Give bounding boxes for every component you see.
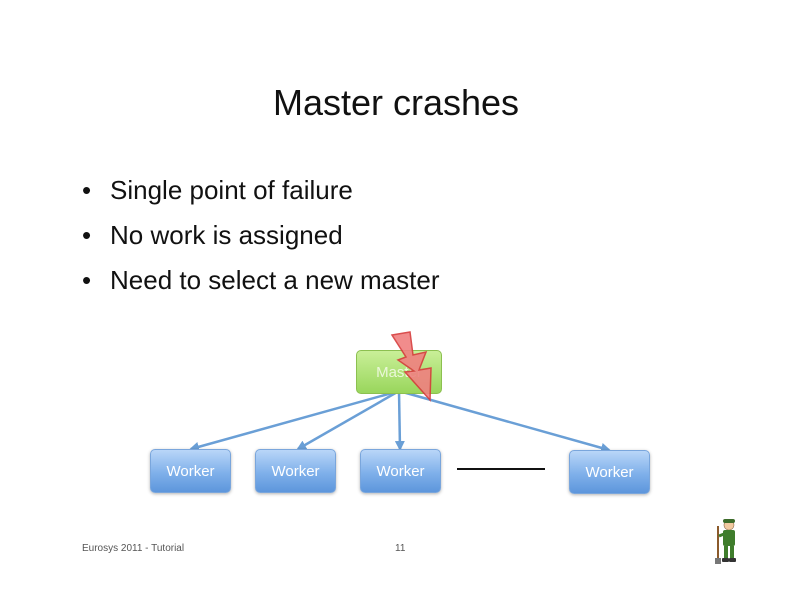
worker-label: Worker: [166, 462, 215, 480]
footer-text: Eurosys 2011 - Tutorial: [82, 543, 185, 554]
bullet-dot: •: [82, 265, 92, 295]
arrow-to-worker-1: [189, 389, 400, 452]
bullet-list: • Single point of failure • No work is ass…: [82, 168, 440, 303]
bullet-dot: •: [82, 220, 92, 250]
page-number: 11: [395, 543, 406, 554]
bullet-item: • Need to select a new master: [82, 258, 440, 303]
worker-label: Worker: [585, 463, 634, 481]
bullet-text: No work is assigned: [110, 220, 343, 250]
arrow-to-worker-4: [398, 389, 611, 453]
worker-node-1: Worker: [150, 449, 231, 493]
worker-label: Worker: [271, 462, 320, 480]
bullet-item: • Single point of failure: [82, 168, 440, 213]
arrow-to-worker-3: [394, 390, 405, 451]
worker-label: Worker: [376, 462, 425, 480]
slide-title: Master crashes: [272, 82, 520, 123]
gardener-icon: [715, 519, 736, 564]
bullet-dot: •: [82, 175, 92, 205]
bullet-text: Single point of failure: [110, 175, 353, 205]
bullet-text: Need to select a new master: [110, 265, 440, 295]
arrow-to-worker-2: [296, 389, 400, 451]
bullet-item: • No work is assigned: [82, 213, 440, 258]
worker-node-2: Worker: [255, 449, 336, 493]
worker-node-4: Worker: [569, 450, 650, 494]
worker-node-3: Worker: [360, 449, 441, 493]
